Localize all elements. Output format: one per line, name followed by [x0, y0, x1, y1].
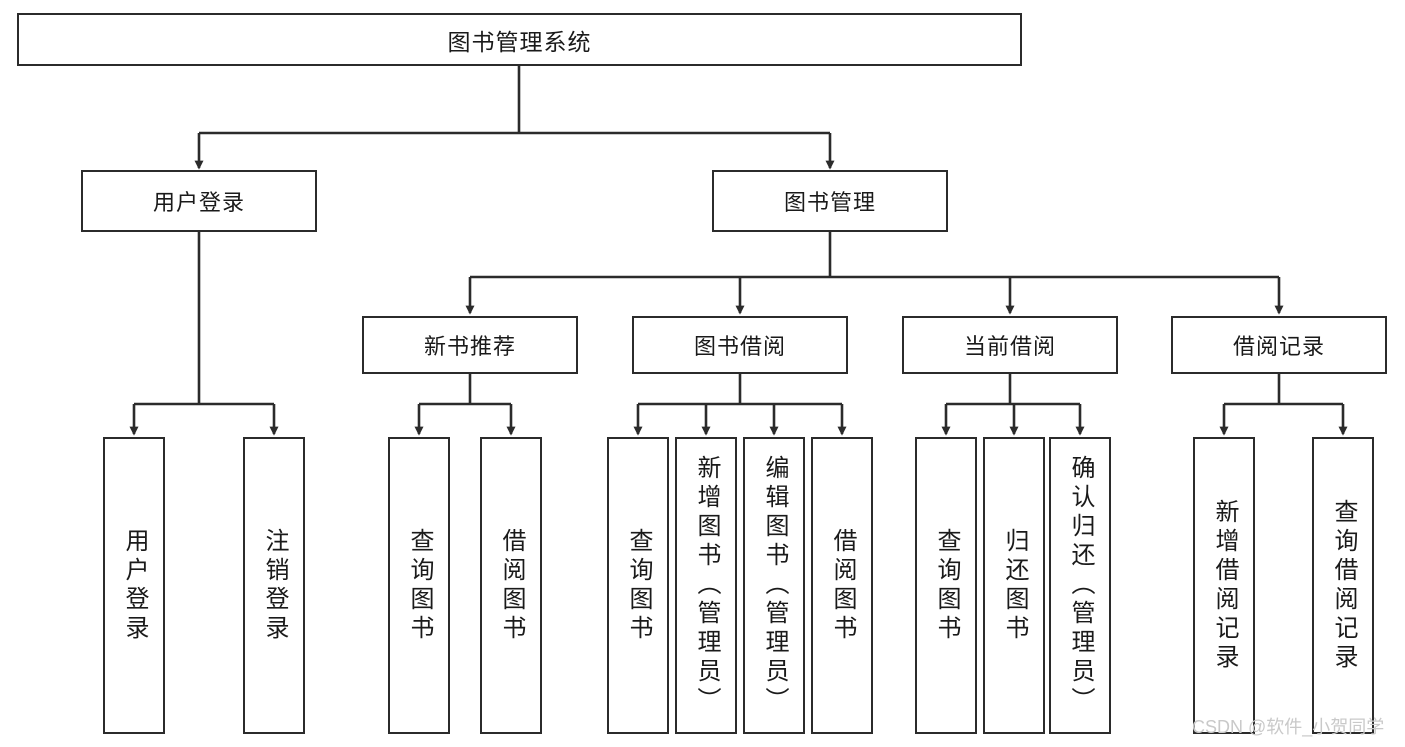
node-label: 借阅图书	[498, 527, 525, 644]
node-label: 借阅记录	[1232, 334, 1325, 359]
node-label: 图书管理	[783, 190, 876, 215]
node-label: 确认归还（管理员）	[1067, 455, 1094, 716]
node-leaf-query-book-1[interactable]: 查询图书	[388, 437, 450, 734]
node-current-borrow[interactable]: 当前借阅	[902, 316, 1118, 374]
node-leaf-borrow-book-1[interactable]: 借阅图书	[480, 437, 542, 734]
node-label: 新增借阅记录	[1211, 498, 1238, 673]
node-leaf-add-book[interactable]: 新增图书（管理员）	[675, 437, 737, 734]
node-leaf-user-login[interactable]: 用户登录	[103, 437, 165, 734]
node-label: 用户登录	[152, 190, 245, 215]
node-book-manage[interactable]: 图书管理	[712, 170, 948, 232]
node-label: 归还图书	[1001, 527, 1028, 644]
node-label: 当前借阅	[963, 334, 1056, 359]
node-leaf-edit-book[interactable]: 编辑图书（管理员）	[743, 437, 805, 734]
node-label: 查询借阅记录	[1330, 498, 1357, 673]
node-leaf-query-book-3[interactable]: 查询图书	[915, 437, 977, 734]
node-label: 图书借阅	[693, 334, 786, 359]
node-leaf-borrow-book-2[interactable]: 借阅图书	[811, 437, 873, 734]
node-leaf-add-record[interactable]: 新增借阅记录	[1193, 437, 1255, 734]
node-label: 查询图书	[625, 527, 652, 644]
node-label: 新书推荐	[423, 334, 516, 359]
watermark: CSDN @软件_小贺同学	[1192, 717, 1385, 737]
node-leaf-query-book-2[interactable]: 查询图书	[607, 437, 669, 734]
node-label: 编辑图书（管理员）	[761, 455, 788, 716]
node-label: 查询图书	[406, 527, 433, 644]
node-label: 新增图书（管理员）	[693, 455, 720, 716]
node-user-login[interactable]: 用户登录	[81, 170, 317, 232]
node-label: 借阅图书	[829, 527, 856, 644]
node-leaf-logout-login[interactable]: 注销登录	[243, 437, 305, 734]
node-leaf-return-book[interactable]: 归还图书	[983, 437, 1045, 734]
node-label: 图书管理系统	[447, 28, 592, 55]
node-book-borrow[interactable]: 图书借阅	[632, 316, 848, 374]
node-new-book-recommend[interactable]: 新书推荐	[362, 316, 578, 374]
node-borrow-record[interactable]: 借阅记录	[1171, 316, 1387, 374]
node-label: 用户登录	[121, 527, 148, 644]
node-leaf-confirm-return[interactable]: 确认归还（管理员）	[1049, 437, 1111, 734]
node-label: 查询图书	[933, 527, 960, 644]
node-label: 注销登录	[261, 527, 288, 644]
node-root[interactable]: 图书管理系统	[17, 13, 1022, 66]
node-leaf-query-record[interactable]: 查询借阅记录	[1312, 437, 1374, 734]
